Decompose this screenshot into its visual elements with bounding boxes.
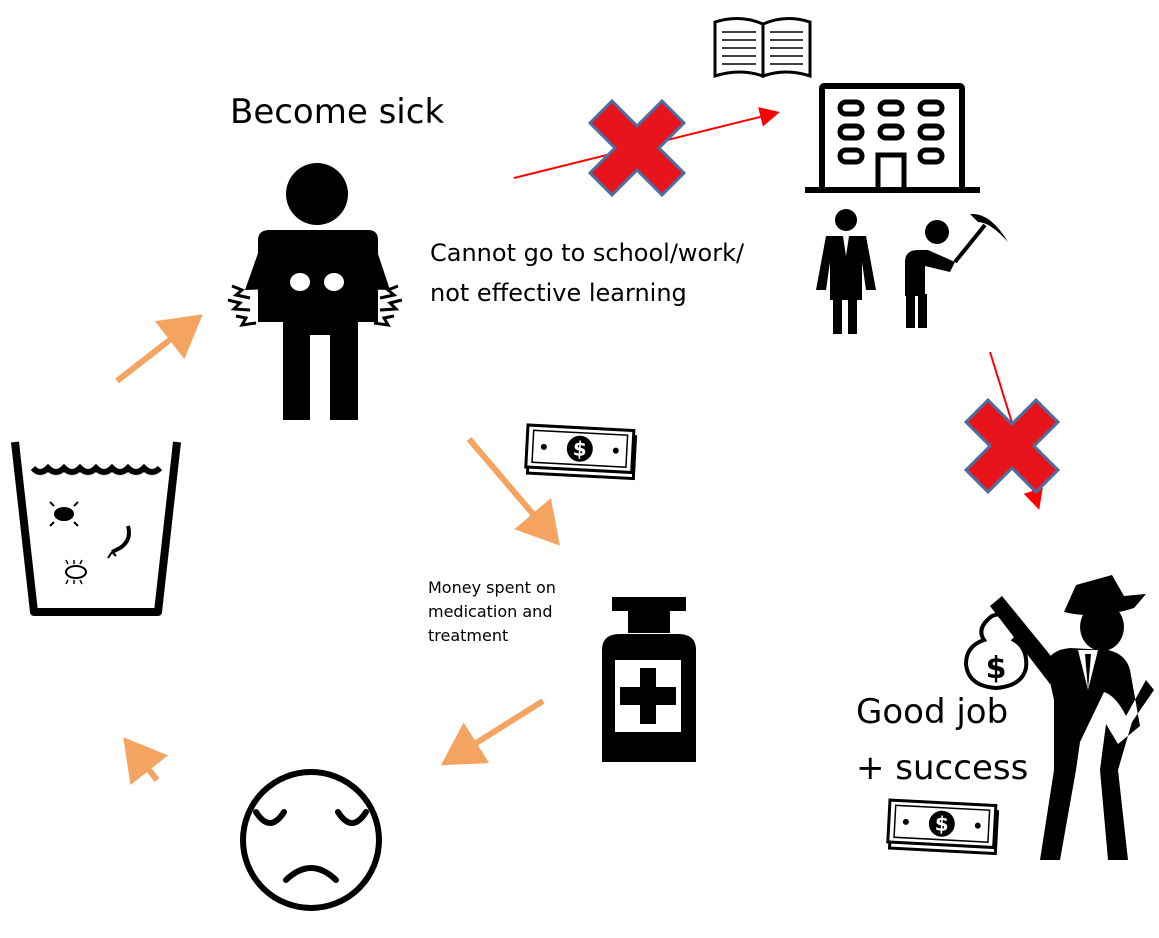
contaminated-water-glass-icon: [11, 441, 181, 616]
dollar-bill-icon: $: [886, 798, 1000, 856]
svg-text:$: $: [572, 436, 587, 461]
sick-person-icon: [227, 163, 403, 420]
svg-text:$: $: [934, 811, 949, 836]
cycle-arrow-water-to-sick: [115, 314, 203, 384]
cycle-arrow-medication-to-sad: [440, 698, 545, 766]
cycle-arrow-sick-to-medication: [466, 437, 560, 546]
good-job-success-label: Good job + success: [856, 692, 1029, 788]
sad-face-icon: [240, 769, 382, 911]
dollar-bill-icon: $: [524, 423, 638, 481]
open-book-icon: [713, 17, 812, 79]
red-cross-icon: [587, 98, 687, 198]
cannot-go-to-school-label: Cannot go to school/work/ not effective …: [430, 239, 745, 307]
medicine-bottle-icon: [602, 597, 696, 762]
teacher-icon: [816, 209, 876, 334]
bacteria-icon: [49, 501, 131, 585]
worker-with-pickaxe-icon: [905, 213, 1008, 328]
cycle-arrow-sad-to-water: [123, 737, 169, 786]
money-spent-label: Money spent on medication and treatment: [428, 578, 556, 645]
svg-text:$: $: [986, 651, 1007, 686]
school-building-icon: [805, 83, 980, 193]
red-cross-icon: [963, 397, 1061, 495]
successful-businessman-icon: $: [963, 575, 1154, 860]
become-sick-label: Become sick: [230, 92, 445, 132]
